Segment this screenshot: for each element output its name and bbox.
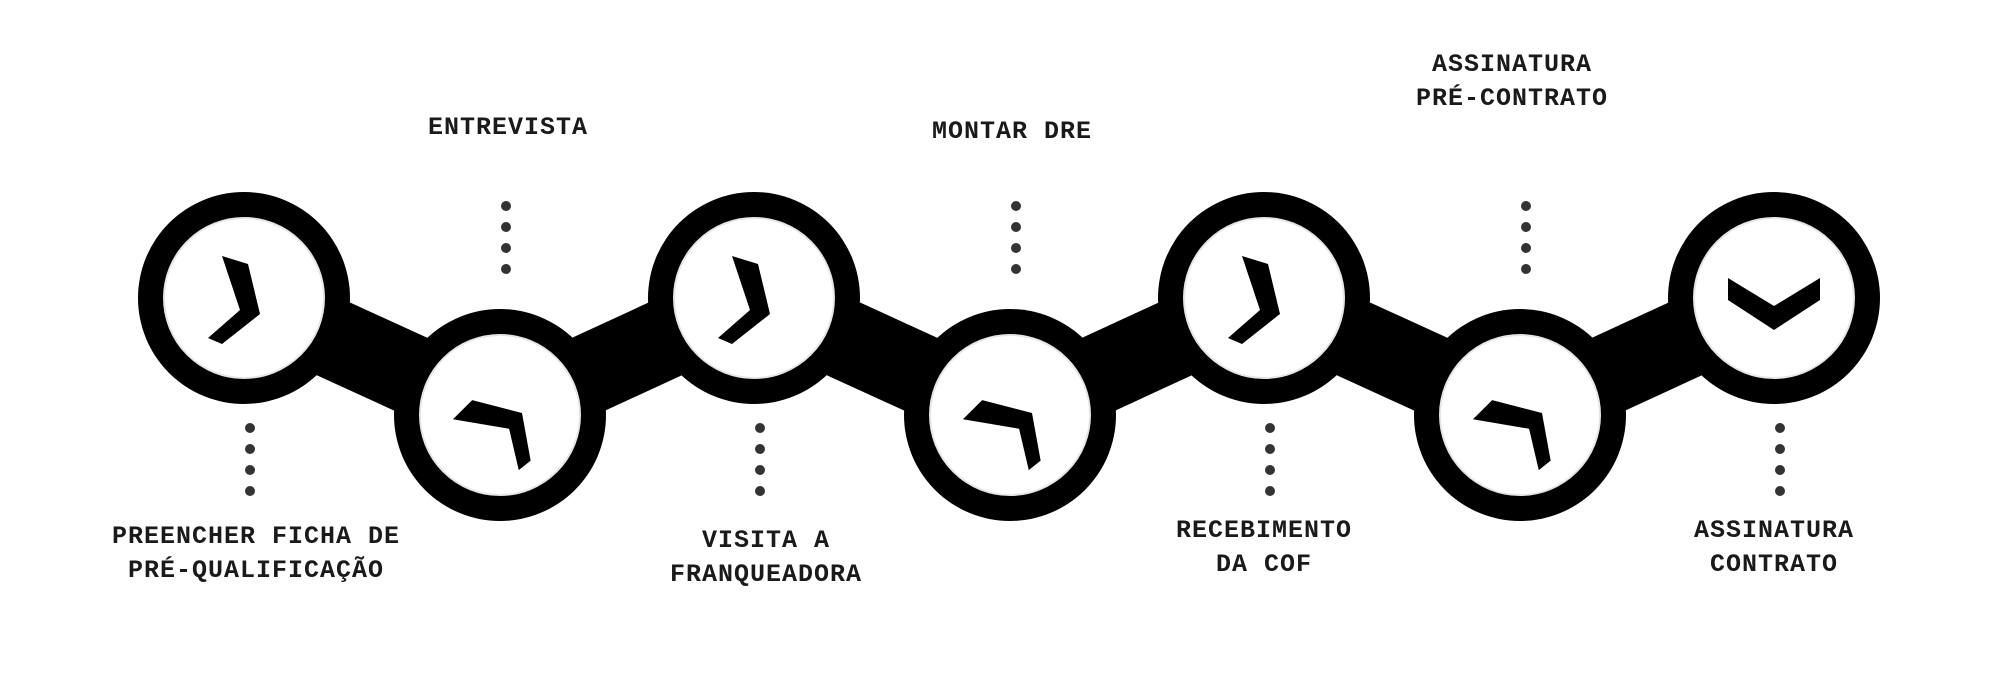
chevron-right-icon [1472,400,1551,471]
step-2-leader-dot [501,201,511,211]
step-6-label-line-2: PRÉ-CONTRATO [1415,84,1609,113]
step-6-leader-dot [1521,222,1531,232]
step-1-leader-dot [245,444,255,454]
step-5-leader-dot [1265,423,1275,433]
step-2-leader-dot [501,222,511,232]
step-5-label-line-1: RECEBIMENTO [1175,516,1353,545]
step-4-leader-dot [1011,222,1021,232]
step-6-leader-dot [1521,201,1531,211]
step-4-leader-dot [1011,243,1021,253]
step-7-leader-dot [1775,444,1785,454]
step-2-label: ENTREVISTA [428,111,588,145]
step-3-leader-dot [755,465,765,475]
chevron-right-icon [208,256,260,344]
step-1-label: PREENCHER FICHA DE PRÉ-QUALIFICAÇÃO [112,520,400,588]
step-6-leader-dot [1521,243,1531,253]
step-4-leader-dot [1011,201,1021,211]
step-3-leader-dot [755,486,765,496]
step-7-face [1693,217,1855,379]
step-2-label-line-1: ENTREVISTA [427,113,589,142]
step-6-label: ASSINATURA PRÉ-CONTRATO [1416,48,1608,116]
chevron-right-icon [1228,256,1280,344]
step-1-label-line-1: PREENCHER FICHA DE [111,522,401,551]
step-4-label-line-1: MONTAR DRE [931,117,1093,146]
step-7-label-line-2: CONTRATO [1709,550,1839,579]
step-6-label-line-1: ASSINATURA [1431,50,1593,79]
chevron-right-icon [718,256,770,344]
chevron-down-icon [1728,278,1820,330]
step-3-label: VISITA A FRANQUEADORA [670,524,862,592]
chevron-right-icon [962,400,1041,471]
step-1-label-line-2: PRÉ-QUALIFICAÇÃO [127,556,385,585]
step-3-leader-dot [755,444,765,454]
step-3-label-line-2: FRANQUEADORA [669,560,863,589]
step-5-label-line-2: DA COF [1215,550,1312,579]
step-7-label-line-1: ASSINATURA [1693,516,1855,545]
step-4-label: MONTAR DRE [932,115,1092,149]
step-1-leader-dot [245,423,255,433]
step-1-leader-dot [245,465,255,475]
chevron-right-icon [452,400,531,471]
step-5-leader-dot [1265,444,1275,454]
step-5-label: RECEBIMENTO DA COF [1176,514,1352,582]
step-7-leader-dot [1775,465,1785,475]
step-3-label-line-1: VISITA A [701,526,831,555]
step-1-leader-dot [245,486,255,496]
step-3-leader-dot [755,423,765,433]
step-7-label: ASSINATURA CONTRATO [1694,514,1854,582]
step-2-leader-dot [501,243,511,253]
step-2-leader-dot [501,264,511,274]
step-7-leader-dot [1775,486,1785,496]
step-5-leader-dot [1265,486,1275,496]
step-5-leader-dot [1265,465,1275,475]
step-6-leader-dot [1521,264,1531,274]
step-7-leader-dot [1775,423,1785,433]
step-4-leader-dot [1011,264,1021,274]
